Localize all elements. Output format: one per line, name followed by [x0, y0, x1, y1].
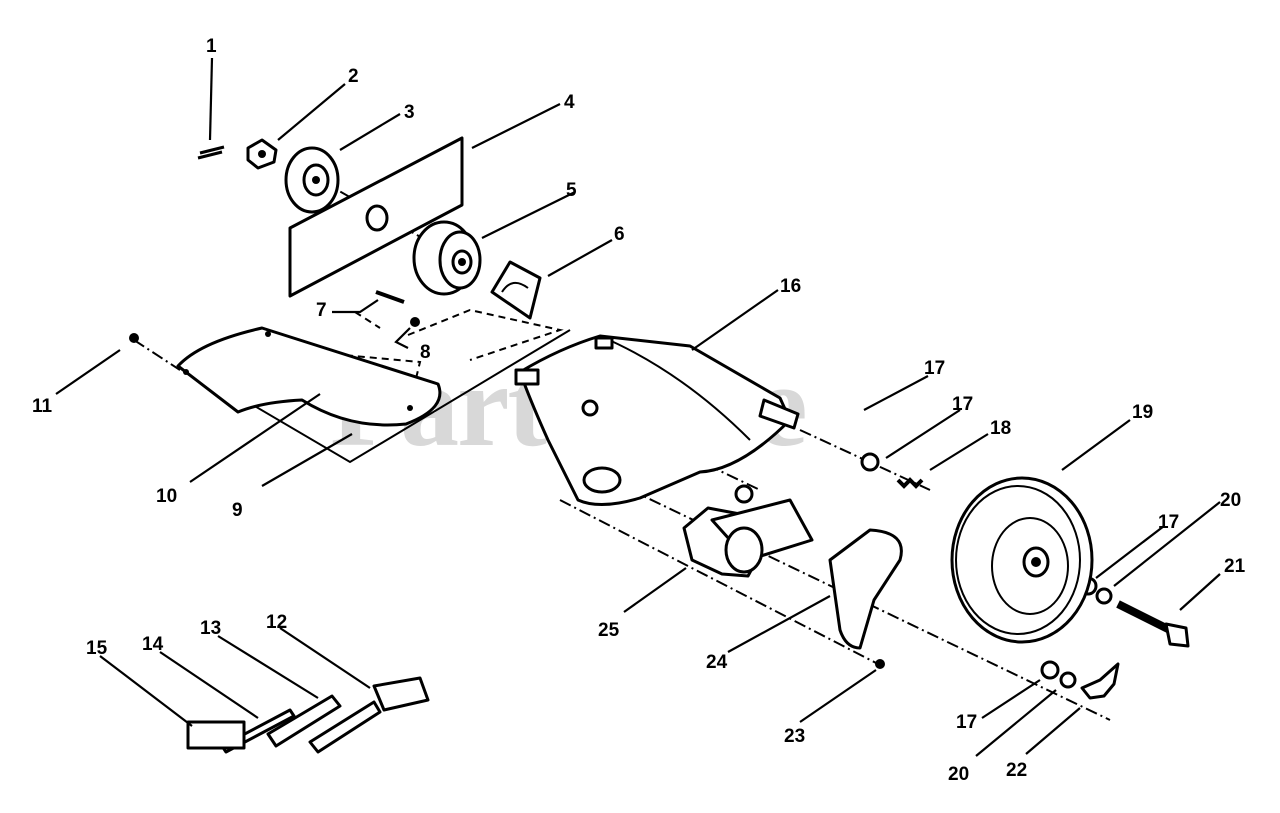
callout-15: 15: [86, 638, 108, 659]
washer-part: [734, 484, 754, 504]
callout-23: 23: [784, 726, 805, 747]
callout-19: 19: [1132, 402, 1153, 423]
screw-part: [129, 333, 139, 343]
callout-17b: 17: [952, 394, 973, 415]
gear-housing-part: [682, 498, 814, 578]
callout-14: 14: [142, 634, 164, 655]
lock-washer-part: [1059, 671, 1077, 689]
callout-6: 6: [614, 224, 625, 245]
callout-25: 25: [598, 620, 620, 641]
callout-1: 1: [206, 36, 217, 57]
tool-parts: [186, 676, 430, 754]
small-nut-part: [875, 659, 885, 669]
callout-2: 2: [348, 66, 359, 87]
callout-10: 10: [156, 486, 177, 507]
callout-17c: 17: [1158, 512, 1179, 533]
drive-pulley-part: [412, 220, 482, 296]
guard-part: [176, 326, 442, 427]
plate-part: [288, 136, 464, 298]
callout-17a: 17: [924, 358, 945, 379]
callout-21: 21: [1224, 556, 1246, 577]
wheel-part: [950, 476, 1094, 644]
pulley-part: [284, 146, 340, 214]
leader-lines: [55, 57, 1221, 757]
callout-9: 9: [232, 500, 243, 521]
washer-part: [1040, 660, 1060, 680]
callout-3: 3: [404, 102, 415, 123]
housing-part: [514, 334, 800, 507]
callout-16: 16: [780, 276, 801, 297]
nut-part: [246, 138, 278, 170]
bracket-part: [828, 528, 903, 650]
callout-20a: 20: [1220, 490, 1241, 511]
callout-12: 12: [266, 612, 287, 633]
callout-11: 11: [32, 396, 53, 417]
callout-7: 7: [316, 300, 327, 321]
lock-washer-part: [1095, 587, 1113, 605]
small-nut-part: [410, 317, 420, 327]
callout-labels: 1 2 3 4 5 6 7 8 9 10 11 12 13 14 15 16 1…: [32, 36, 1246, 785]
bolt-part: [375, 290, 405, 304]
callout-4: 4: [564, 92, 575, 113]
washer-part: [860, 452, 880, 472]
callout-8: 8: [420, 342, 431, 363]
cotter-pin-part: [197, 145, 225, 160]
callout-13: 13: [200, 618, 221, 639]
bearing-cover-part: [490, 260, 542, 320]
callout-20b: 20: [948, 764, 969, 785]
axle-bolt-part: [1116, 600, 1190, 648]
spring-part: [896, 477, 924, 489]
callout-5: 5: [566, 180, 577, 201]
callout-18: 18: [990, 418, 1011, 439]
callout-24: 24: [706, 652, 728, 673]
wing-nut-part: [1080, 662, 1120, 700]
callout-17d: 17: [956, 712, 977, 733]
callout-22: 22: [1006, 760, 1027, 781]
